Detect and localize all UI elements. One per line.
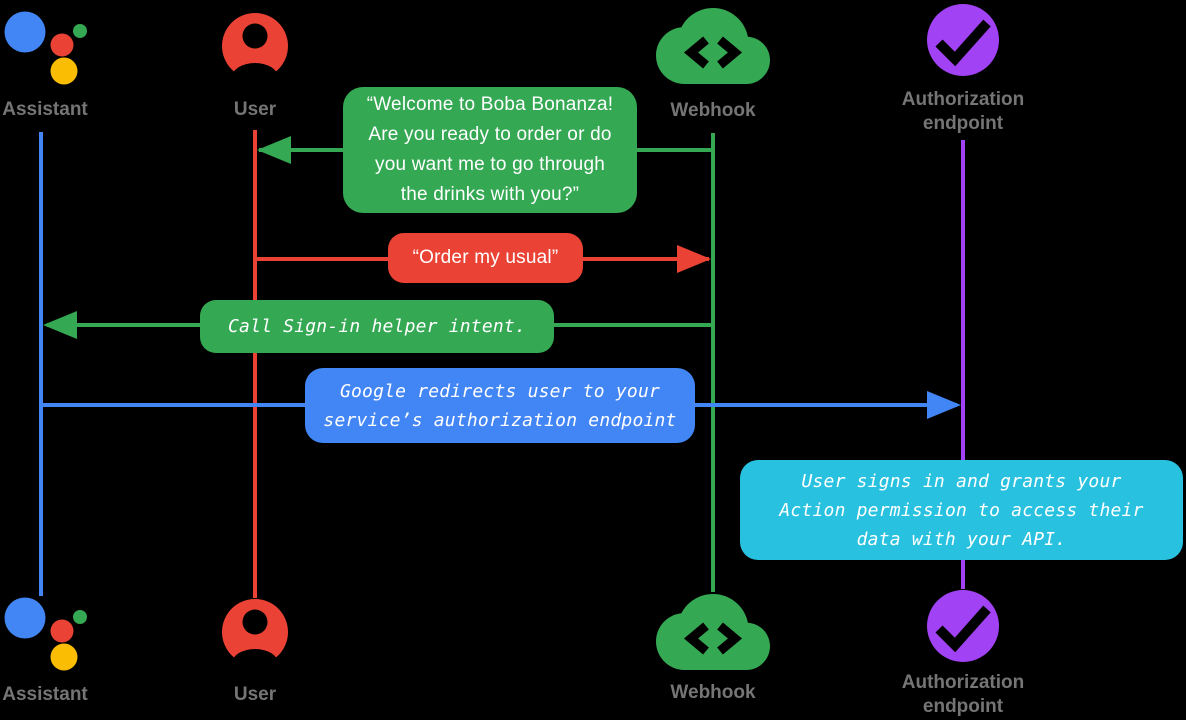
arrowhead-right-icon: [677, 245, 711, 273]
arrowhead-right-icon: [927, 391, 961, 419]
message-line: data with your API.: [856, 528, 1067, 550]
order-message-box: “Order my usual”: [388, 233, 583, 283]
webhook-label-top: Webhook: [670, 100, 756, 121]
welcome-message-box: “Welcome to Boba Bonanza! Are you ready …: [343, 87, 637, 213]
arrowhead-left-icon: [257, 136, 291, 164]
user-person-icon: [222, 599, 288, 665]
signin-helper-message-box: Call Sign-in helper intent.: [200, 300, 554, 353]
google-assistant-icon: [4, 597, 87, 671]
authorization-check-icon: [927, 590, 999, 662]
redirect-message-box: Google redirects user to your service’s …: [305, 368, 695, 443]
webhook-cloud-icon: [656, 594, 770, 670]
message-line: service’s authorization endpoint: [323, 409, 677, 431]
message-line: you want me to go through: [375, 154, 605, 175]
message-line: Google redirects user to your: [339, 380, 661, 402]
webhook-cloud-icon: [656, 8, 770, 84]
message-line: User signs in and grants your: [801, 470, 1122, 492]
message-line: Action permission to access their: [779, 499, 1144, 521]
message-line: the drinks with you?”: [400, 184, 580, 205]
authorization-label-top: Authorization endpoint: [843, 88, 1083, 136]
assistant-label-top: Assistant: [2, 99, 88, 120]
user-label-bottom: User: [233, 684, 277, 705]
user-label-top: User: [233, 99, 277, 120]
arrowhead-left-icon: [43, 311, 77, 339]
webhook-label-bottom: Webhook: [670, 682, 756, 703]
message-line: “Welcome to Boba Bonanza!: [366, 94, 614, 115]
authorization-label-bottom: Authorization endpoint: [843, 671, 1083, 719]
authorization-label-line1: Authorization: [901, 672, 1025, 693]
message-line: “Order my usual”: [412, 247, 559, 268]
message-line: Call Sign-in helper intent.: [228, 316, 526, 337]
authorization-label-line2: endpoint: [922, 696, 1004, 717]
signin-note-box: User signs in and grants your Action per…: [740, 460, 1183, 560]
user-person-icon: [222, 13, 288, 79]
authorization-check-icon: [927, 4, 999, 76]
assistant-label-bottom: Assistant: [2, 684, 88, 705]
authorization-label-line2: endpoint: [922, 113, 1004, 134]
authorization-label-line1: Authorization: [901, 89, 1025, 110]
message-line: Are you ready to order or do: [368, 124, 612, 145]
google-assistant-icon: [4, 11, 87, 85]
